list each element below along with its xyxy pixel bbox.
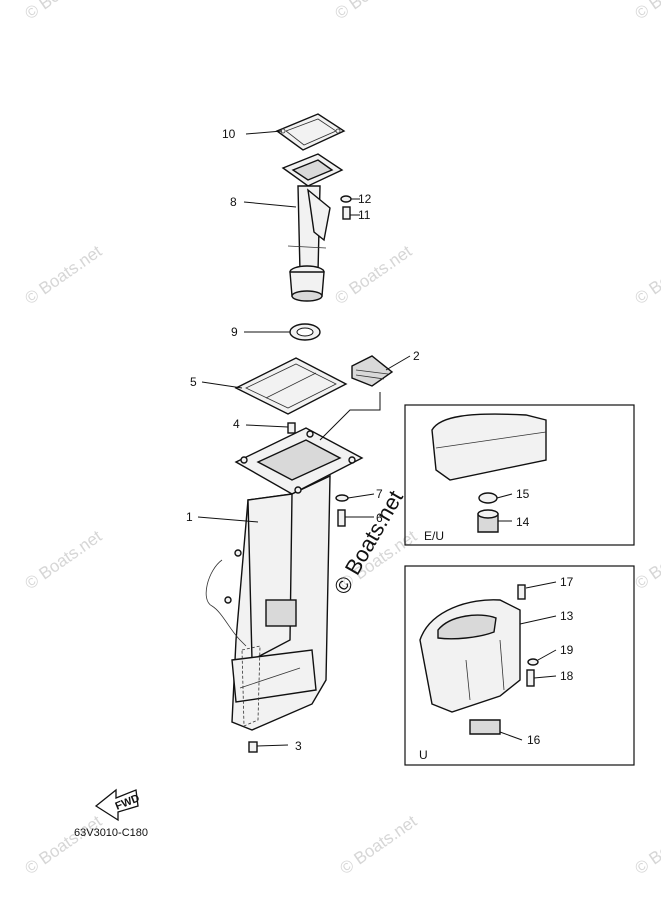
part-12-washer bbox=[340, 195, 352, 203]
callout-7: 7 bbox=[376, 487, 383, 501]
callout-1: 1 bbox=[186, 510, 193, 524]
callout-4: 4 bbox=[233, 417, 240, 431]
part-18-bolt bbox=[526, 669, 535, 687]
callout-16: 16 bbox=[527, 733, 541, 747]
part-code: 63V3010-C180 bbox=[74, 827, 148, 839]
watermark: © Boats.net bbox=[21, 241, 105, 308]
part-11-bolt bbox=[342, 206, 351, 220]
callout-15: 15 bbox=[516, 487, 530, 501]
callout-14: 14 bbox=[516, 515, 530, 529]
part-6-bolt bbox=[337, 509, 346, 527]
part-19-washer bbox=[527, 658, 539, 666]
leader-lines bbox=[197, 130, 411, 747]
part-3-bolt bbox=[248, 741, 258, 753]
watermark: © Boats.net bbox=[631, 811, 661, 878]
callout-9: 9 bbox=[231, 325, 238, 339]
callout-5: 5 bbox=[190, 375, 197, 389]
part-16-pad bbox=[469, 719, 501, 735]
inset-bottom-label: U bbox=[419, 748, 428, 762]
inset-bottom bbox=[404, 565, 635, 766]
callout-18: 18 bbox=[560, 669, 574, 683]
fwd-arrow-icon: FWD bbox=[94, 788, 141, 822]
inset-top bbox=[404, 404, 635, 546]
callout-17: 17 bbox=[560, 575, 574, 589]
callout-8: 8 bbox=[230, 195, 237, 209]
part-10-gasket bbox=[275, 113, 346, 151]
part-15-ring bbox=[478, 492, 498, 504]
part-1-upper-casing bbox=[205, 427, 364, 731]
watermark: © Boats.net bbox=[331, 0, 415, 23]
watermark: © Boats.net bbox=[21, 526, 105, 593]
watermark: © Boats.net bbox=[21, 0, 105, 23]
callout-3: 3 bbox=[295, 739, 302, 753]
watermark: © Boats.net bbox=[631, 0, 661, 23]
part-8-exhaust-guide bbox=[281, 153, 344, 302]
watermark: © Boats.net bbox=[631, 241, 661, 308]
part-4-dowel bbox=[287, 422, 296, 434]
watermark: © Boats.net bbox=[21, 811, 105, 878]
part-5-gasket bbox=[234, 357, 348, 415]
watermark: © Boats.net bbox=[631, 526, 661, 593]
callout-6: 6 bbox=[376, 511, 383, 525]
inset-top-label: E/U bbox=[424, 529, 444, 543]
callout-12: 12 bbox=[358, 192, 372, 206]
callout-11: 11 bbox=[358, 208, 371, 222]
callout-2: 2 bbox=[413, 349, 420, 363]
callout-13: 13 bbox=[560, 609, 574, 623]
callout-labels: 10 8 12 11 9 2 5 4 7 1 6 3 15 14 17 13 1… bbox=[186, 127, 574, 762]
callout-19: 19 bbox=[560, 643, 574, 657]
watermark: © Boats.net bbox=[336, 811, 420, 878]
part-7-washer bbox=[335, 494, 349, 502]
part-2-plug bbox=[351, 355, 394, 387]
part-9-seal bbox=[289, 323, 321, 341]
part-17-pin bbox=[517, 584, 526, 600]
watermark: © Boats.net bbox=[331, 241, 415, 308]
callout-10: 10 bbox=[222, 127, 236, 141]
